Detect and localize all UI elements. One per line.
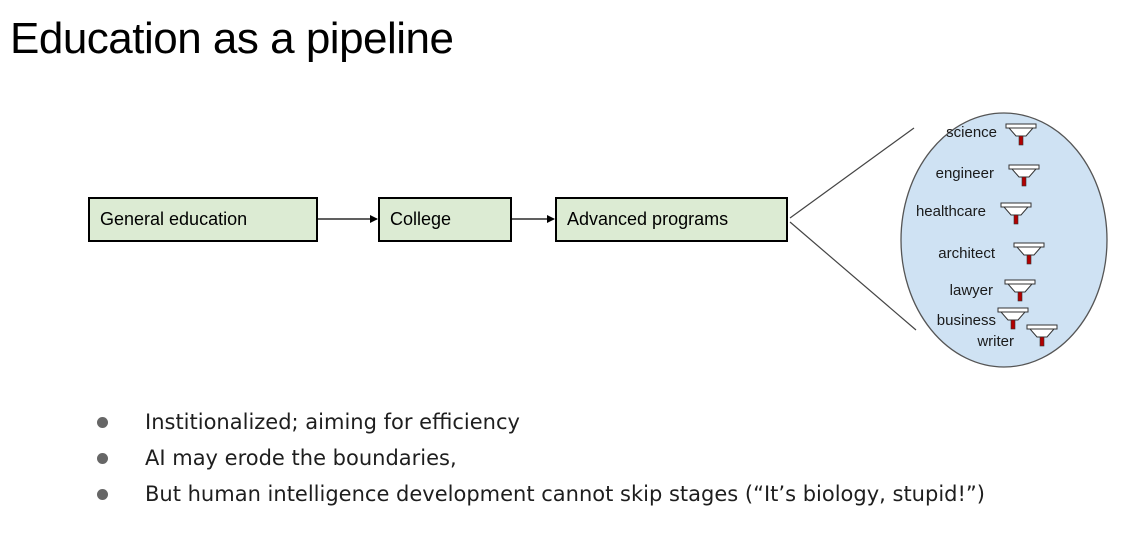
program-label-business: business (937, 312, 996, 329)
bullet-dot-icon (97, 489, 108, 500)
stage-general-education: General education (88, 197, 318, 242)
bullet-dot-icon (97, 417, 108, 428)
slide-title: Education as a pipeline (10, 14, 454, 63)
fan-line-top (789, 127, 915, 219)
fan-line-bottom (789, 221, 917, 331)
program-label-healthcare: healthcare (916, 203, 986, 220)
bullet-list: Institionalized; aiming for efficiency A… (95, 404, 985, 512)
bullet-text: Institionalized; aiming for efficiency (145, 410, 520, 434)
program-label-engineer: engineer (936, 165, 994, 182)
bullet-text: AI may erode the boundaries, (145, 446, 457, 470)
bullet-item: But human intelligence development canno… (95, 476, 985, 512)
bullet-item: AI may erode the boundaries, (95, 440, 985, 476)
program-label-lawyer: lawyer (950, 282, 993, 299)
program-writer: writer (976, 324, 1058, 350)
program-science: science (946, 123, 1037, 146)
program-business: business (937, 307, 1029, 330)
programs-group: science engineer healthcare architect la… (916, 123, 1058, 350)
program-lawyer: lawyer (950, 279, 1036, 302)
stage-college: College (378, 197, 512, 242)
bullet-item: Institionalized; aiming for efficiency (95, 404, 985, 440)
program-healthcare: healthcare (916, 202, 1032, 225)
program-engineer: engineer (936, 164, 1040, 187)
program-architect: architect (938, 242, 1045, 265)
programs-ellipse (900, 112, 1108, 368)
program-label-architect: architect (938, 245, 996, 262)
program-label-science: science (946, 124, 997, 141)
program-label-writer: writer (976, 333, 1014, 350)
bullet-text: But human intelligence development canno… (145, 482, 985, 506)
stage-advanced-programs: Advanced programs (555, 197, 788, 242)
bullet-dot-icon (97, 453, 108, 464)
